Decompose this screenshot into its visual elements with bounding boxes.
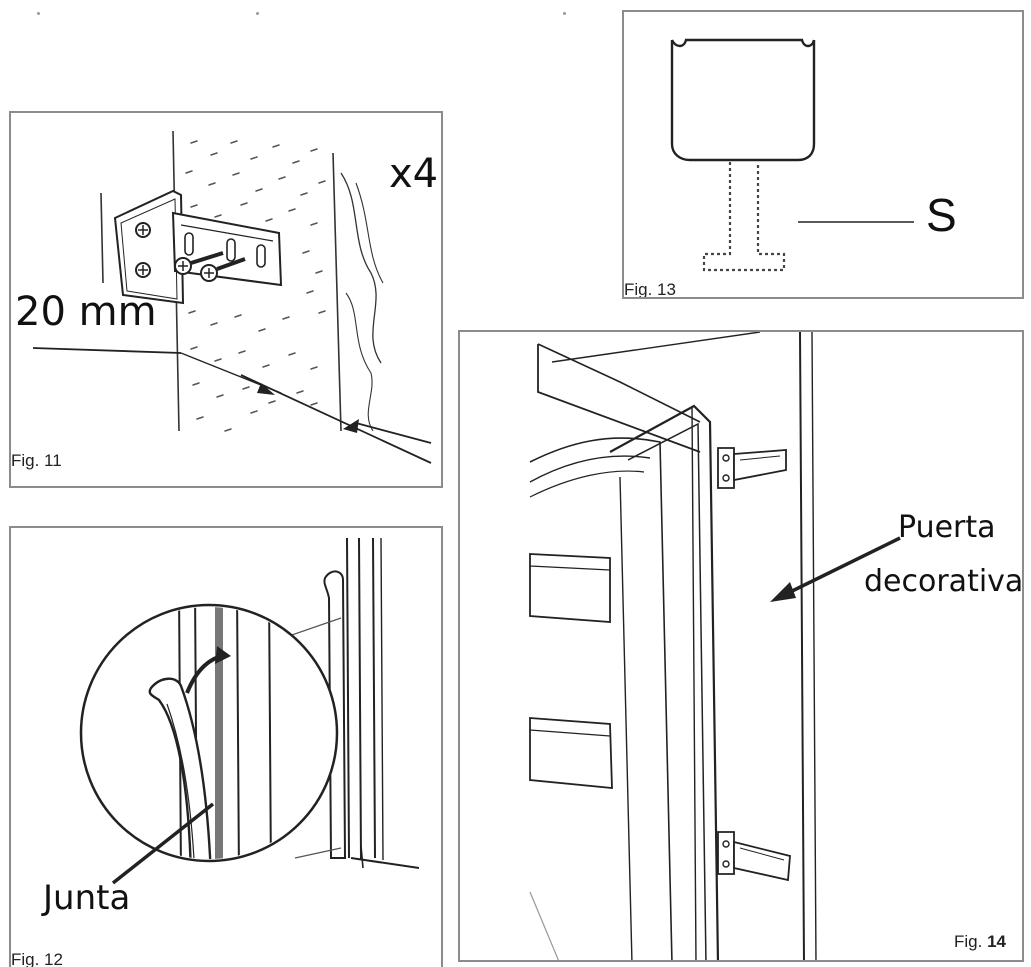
figure-13-panel: S Fig. 13 bbox=[622, 10, 1024, 299]
figure-caption: Fig. 11 bbox=[11, 451, 62, 470]
spacer-illustration bbox=[670, 38, 914, 272]
figure-12-panel: Junta Fig. 12 bbox=[9, 526, 443, 967]
gasket-illustration bbox=[79, 537, 420, 885]
figure-caption-number: 14 bbox=[987, 932, 1006, 951]
decorative-door-label-line1: Puerta bbox=[898, 510, 996, 545]
decorative-door-illustration bbox=[529, 332, 901, 960]
scan-dot bbox=[37, 12, 40, 15]
decorative-door-label-line2: decorativa bbox=[864, 564, 1024, 599]
figure-11-panel: 20 mm x4 Fig. 11 bbox=[9, 111, 443, 488]
gasket-label: Junta bbox=[43, 878, 131, 918]
measure-label: 20 mm bbox=[15, 289, 157, 335]
figure-caption: Fig. 14 bbox=[954, 932, 1006, 952]
scan-dot bbox=[256, 12, 259, 15]
figure-caption-prefix: Fig. bbox=[954, 932, 988, 951]
quantity-label: x4 bbox=[389, 151, 439, 197]
figure-14-panel: Puerta decorativa Fig. 14 bbox=[458, 330, 1024, 962]
scan-dot bbox=[563, 12, 566, 15]
bracket-illustration bbox=[32, 130, 432, 464]
figure-caption: Fig. 13 bbox=[624, 280, 676, 299]
spacer-size-label: S bbox=[926, 189, 957, 241]
figure-caption: Fig. 12 bbox=[11, 950, 63, 967]
